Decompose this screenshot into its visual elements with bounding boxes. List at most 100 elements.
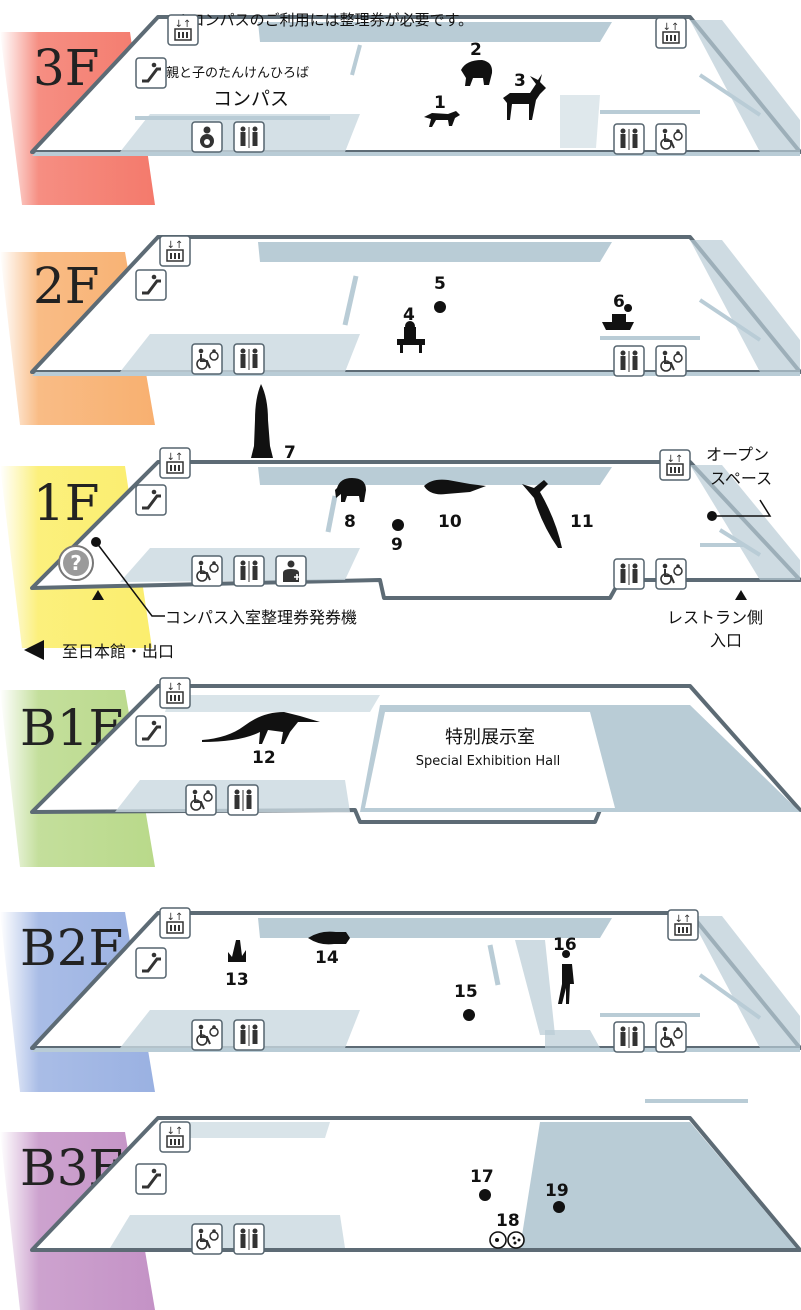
first-aid-icon — [275, 555, 307, 587]
whale-icon — [522, 480, 562, 548]
exhibit-number-6: 6 — [613, 292, 625, 312]
exhibit-number-4: 4 — [403, 305, 415, 325]
exhibit-number-16: 16 — [553, 935, 577, 955]
accessible-restroom-icon — [655, 558, 687, 590]
restroom-icon — [233, 555, 265, 587]
accessible-restroom-icon — [191, 1223, 223, 1255]
particle-circles-icon — [489, 1231, 525, 1249]
exhibit-number-15: 15 — [454, 982, 478, 1002]
elevator-icon — [167, 14, 199, 46]
floor-1f: 1F ? コンパス入室整理券発券機 至日本館・出口 オープン スペース レ — [0, 445, 801, 661]
bear-icon — [461, 60, 493, 86]
elevator-icon — [159, 447, 191, 479]
exhibit-dot-15 — [463, 1009, 475, 1021]
escalator-icon — [134, 56, 168, 90]
exhibit-number-11: 11 — [570, 512, 594, 532]
nursing-room-icon — [191, 121, 223, 153]
ticket-machine-label: コンパス入室整理券発券機 — [165, 608, 357, 627]
svg-text:?: ? — [70, 551, 82, 575]
elevator-icon — [655, 17, 687, 49]
floor-b3f: B3F 17 18 19 — [0, 1116, 801, 1310]
open-space-line1: オープン — [706, 445, 769, 464]
floor-2f: 2F 4 5 6 — [0, 235, 801, 425]
restroom-icon — [233, 343, 265, 375]
escalator-icon — [134, 1162, 168, 1196]
accessible-restroom-icon — [185, 784, 217, 816]
exhibit-number-8: 8 — [344, 512, 356, 532]
exhibit-dot-5 — [434, 301, 446, 313]
exhibit-number-18: 18 — [496, 1211, 520, 1231]
exhibit-number-14: 14 — [315, 948, 339, 968]
accessible-restroom-icon — [655, 1021, 687, 1053]
moose-icon — [503, 74, 546, 120]
floor-label-1f: 1F — [33, 474, 100, 532]
elevator-icon — [159, 1121, 191, 1153]
exhibit-dot-17 — [479, 1189, 491, 1201]
exhibit-number-1: 1 — [434, 93, 446, 113]
to-main-building-label: 至日本館・出口 — [62, 642, 174, 661]
exhibit-number-2: 2 — [470, 40, 482, 60]
dinosaur-skeleton-icon — [202, 712, 320, 744]
exhibit-number-19: 19 — [545, 1181, 569, 1201]
elevator-icon — [159, 907, 191, 939]
ship-icon — [602, 304, 634, 330]
escalator-icon — [134, 483, 168, 517]
restroom-icon — [233, 121, 265, 153]
accessible-restroom-icon — [191, 1019, 223, 1051]
special-hall-en: Special Exhibition Hall — [416, 754, 561, 769]
crystal-icon — [228, 940, 246, 962]
rocket-icon — [251, 384, 273, 458]
restroom-icon — [613, 345, 645, 377]
floor-b1f: B1F 特別展示室 Special Exhibition Hall 12 — [0, 677, 801, 867]
restaurant-entrance-line2: 入口 — [710, 631, 742, 650]
restroom-icon — [613, 123, 645, 155]
exhibit-number-5: 5 — [434, 274, 446, 294]
restaurant-entrance-line1: レストラン側 — [667, 608, 763, 627]
exit-arrow — [24, 640, 44, 660]
entrance-arrow — [92, 590, 104, 600]
compass-ticket-note: ※コンパスのご利用には整理券が必要です。 — [177, 11, 473, 29]
open-space-line2: スペース — [710, 469, 772, 488]
compass-name-line2: コンパス — [213, 88, 289, 110]
exhibit-number-12: 12 — [252, 748, 276, 768]
exhibit-number-17: 17 — [470, 1167, 494, 1187]
elevator-icon — [667, 909, 699, 941]
elevator-icon — [159, 677, 191, 709]
restroom-icon — [233, 1223, 265, 1255]
restroom-icon — [233, 1019, 265, 1051]
elephant-icon — [335, 478, 366, 502]
compass-name-line1: 親と子のたんけんひろば — [166, 66, 309, 81]
human-figure-icon — [558, 950, 574, 1004]
special-hall-ja: 特別展示室 — [445, 727, 535, 748]
accessible-restroom-icon — [191, 555, 223, 587]
floor-label-3f: 3F — [33, 39, 100, 97]
fox-icon — [424, 111, 460, 127]
accessible-restroom-icon — [655, 345, 687, 377]
exhibit-number-9: 9 — [391, 535, 403, 555]
restaurant-entrance-arrow — [735, 590, 747, 600]
fish-icon — [308, 931, 350, 945]
machine-icon — [397, 321, 425, 353]
elevator-icon — [159, 235, 191, 267]
elevator-icon — [659, 449, 691, 481]
exhibit-dot-19 — [553, 1201, 565, 1213]
restroom-icon — [613, 558, 645, 590]
escalator-icon — [134, 946, 168, 980]
exhibit-number-10: 10 — [438, 512, 462, 532]
escalator-icon — [134, 714, 168, 748]
exhibit-number-3: 3 — [514, 71, 526, 91]
exhibit-dot-9 — [392, 519, 404, 531]
exhibit-number-7: 7 — [284, 443, 296, 463]
sea-animal-icon — [424, 479, 486, 495]
restroom-icon — [613, 1021, 645, 1053]
accessible-restroom-icon — [655, 123, 687, 155]
floor-label-2f: 2F — [33, 257, 100, 315]
floor-b2f: B2F 13 14 15 16 — [0, 907, 801, 1092]
escalator-icon — [134, 268, 168, 302]
exhibit-number-13: 13 — [225, 970, 249, 990]
information-icon: ? — [58, 545, 94, 581]
floor-3f: 3F ※コンパスのご利用には整理券が必要です。 親と子のたんけんひろば コンパス… — [0, 11, 801, 205]
restroom-icon — [227, 784, 259, 816]
accessible-restroom-icon — [191, 343, 223, 375]
